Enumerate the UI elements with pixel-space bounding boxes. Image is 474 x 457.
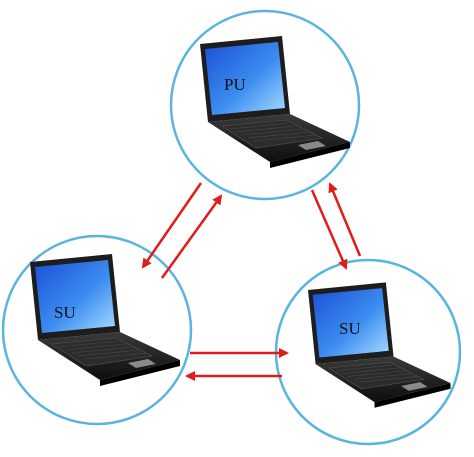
laptop-icon	[29, 253, 181, 387]
su-left-node-label: SU	[54, 303, 76, 322]
su-right-node-label: SU	[339, 319, 361, 338]
arrow-pu-to-su-left	[141, 182, 203, 269]
laptop-icon	[307, 281, 451, 409]
su-left-node-circle	[1, 234, 193, 426]
arrow-pu-to-su-right	[310, 189, 348, 270]
arrow-su-left-to-pu	[160, 194, 223, 279]
laptop-icon	[199, 35, 351, 169]
pu-node-circle	[169, 9, 361, 201]
arrow-su-right-to-pu	[328, 182, 362, 257]
pu-node-label: PU	[224, 75, 246, 94]
